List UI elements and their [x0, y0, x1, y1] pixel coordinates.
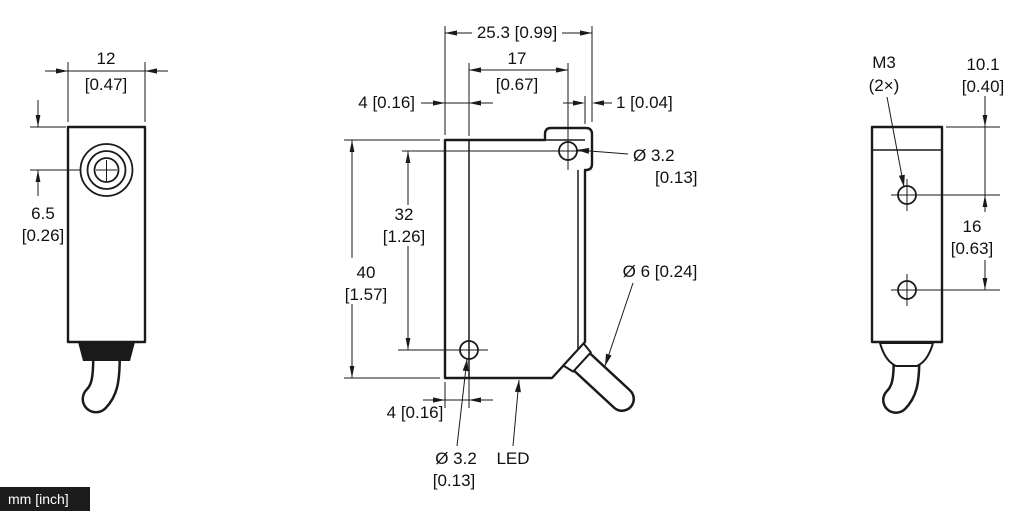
- arrowhead-right-icon: [556, 67, 568, 73]
- rear-hole-spacing-inch-label: [0.63]: [951, 239, 994, 258]
- side-hole-to-face-inch-label: [0.67]: [496, 75, 539, 94]
- rear-hole-dimensions: 10.1 [0.40] 16 [0.63]: [891, 55, 1005, 291]
- arrowhead-left-icon: [445, 30, 457, 36]
- dimension-lines: [30, 100, 80, 196]
- rear-thread-qty-label: (2×): [869, 76, 900, 95]
- rear-view: M3 (2×) 10.1 [0.40] 16 [0.63]: [869, 53, 1005, 414]
- units-badge: mm [inch]: [0, 487, 90, 511]
- arrowhead-left-icon: [145, 68, 157, 74]
- rear-thread-size-label: M3: [872, 53, 896, 72]
- side-depth-label: 25.3 [0.99]: [477, 23, 557, 42]
- rear-thread-callout: M3 (2×): [869, 53, 905, 188]
- arrowhead-down-icon: [349, 366, 355, 378]
- side-body-outline: [443, 126, 594, 380]
- arrowhead-right-icon: [56, 68, 68, 74]
- units-badge-label: mm [inch]: [8, 491, 69, 507]
- arrowhead-up-icon: [982, 195, 988, 207]
- arrowhead-icon: [898, 174, 905, 187]
- side-led-callout: LED: [496, 379, 530, 468]
- leader-line: [604, 282, 634, 367]
- arrowhead-left-icon: [469, 100, 481, 106]
- side-hole-spacing-inch-label: [1.26]: [383, 227, 426, 246]
- arrowhead-up-icon: [349, 140, 355, 152]
- arrowhead-up-icon: [405, 151, 411, 163]
- front-body-outline: [66, 125, 147, 344]
- front-view: 12 [0.47] 6.5 [0.26]: [22, 49, 168, 414]
- side-cable-gland: [562, 342, 592, 373]
- arrowhead-right-icon: [580, 30, 592, 36]
- side-view: 25.3 [0.99] 17 [0.67] 4 [0.16] 1 [0.04] …: [344, 23, 698, 490]
- side-bottom-hole-dia-mm-label: Ø 3.2: [435, 449, 477, 468]
- side-led-label: LED: [496, 449, 529, 468]
- front-axis-mm-label: 6.5: [31, 204, 55, 223]
- side-lug-lip-label: 1 [0.04]: [616, 93, 673, 112]
- dimension-lines: [891, 96, 1000, 291]
- front-width-inch-label: [0.47]: [85, 75, 128, 94]
- rear-hole-spacing-mm-label: 16: [963, 217, 982, 236]
- side-depth-dimension: 25.3 [0.99]: [444, 23, 593, 135]
- rear-body-outline: [870, 125, 944, 344]
- side-cable-dia-label: Ø 6 [0.24]: [623, 262, 698, 281]
- leader-line: [886, 96, 905, 188]
- side-lug-lip-dimension: 1 [0.04]: [563, 93, 673, 124]
- dimension-lines: [344, 139, 440, 379]
- arrowhead-icon: [577, 147, 590, 154]
- side-hole-spacing-mm-label: 32: [395, 205, 414, 224]
- arrowhead-right-icon: [573, 100, 585, 106]
- front-cable-fill: [84, 345, 119, 411]
- side-bottom-offset-label: 4 [0.16]: [387, 403, 444, 422]
- arrowhead-right-icon: [433, 100, 445, 106]
- front-lens-outer-ring: [79, 143, 134, 197]
- dimension-lines: [444, 26, 593, 135]
- arrowhead-icon: [605, 353, 612, 366]
- front-axis-dimension: 6.5 [0.26]: [22, 100, 80, 245]
- rear-top-offset-inch-label: [0.40]: [962, 77, 1005, 96]
- side-bottom-hole-callout: Ø 3.2 [0.13]: [433, 358, 477, 490]
- arrowhead-left-icon: [469, 397, 481, 403]
- arrowhead-left-icon: [592, 100, 604, 106]
- arrowhead-up-icon: [35, 170, 41, 182]
- side-height-inch-label: [1.57]: [345, 285, 388, 304]
- front-axis-inch-label: [0.26]: [22, 226, 65, 245]
- side-height-dimension: 40 [1.57]: [344, 139, 440, 379]
- side-hole-to-face-dimension: 17 [0.67]: [468, 49, 569, 170]
- arrowhead-down-icon: [35, 115, 41, 127]
- side-top-hole-callout: Ø 3.2 [0.13]: [576, 146, 698, 187]
- dimension-lines: [468, 63, 569, 170]
- arrowhead-right-icon: [433, 397, 445, 403]
- arrowhead-icon: [514, 380, 521, 393]
- leader-line: [456, 358, 468, 447]
- dimension-lines: [563, 96, 612, 124]
- side-hole-spacing-dimension: 32 [1.26]: [383, 150, 588, 351]
- front-width-dimension: 12 [0.47]: [45, 49, 168, 122]
- side-top-offset-dimension: 4 [0.16]: [358, 93, 493, 112]
- side-height-mm-label: 40: [357, 263, 376, 282]
- rear-cable-shoulder: [879, 342, 934, 367]
- front-lens-middle-ring: [86, 150, 127, 190]
- arrowhead-down-icon: [405, 338, 411, 350]
- rear-top-offset-mm-label: 10.1: [966, 55, 999, 74]
- units-badge-background: [0, 487, 90, 511]
- side-top-offset-label: 4 [0.16]: [358, 93, 415, 112]
- dimension-lines: [398, 150, 588, 351]
- arrowhead-down-icon: [982, 278, 988, 290]
- front-lens-crosshair: [96, 160, 117, 181]
- front-width-mm-label: 12: [97, 49, 116, 68]
- front-cable-gland: [78, 342, 135, 361]
- side-cable-fill: [571, 351, 633, 410]
- side-hole-to-face-mm-label: 17: [508, 49, 527, 68]
- side-bottom-offset-dimension: 4 [0.16]: [387, 378, 493, 422]
- side-top-hole-dia-mm-label: Ø 3.2: [633, 146, 675, 165]
- arrowhead-left-icon: [469, 67, 481, 73]
- front-lens-inner-ring: [93, 157, 120, 183]
- side-bottom-hole-dia-inch-label: [0.13]: [433, 471, 476, 490]
- arrowhead-icon: [462, 359, 469, 372]
- side-cable-callout: Ø 6 [0.24]: [604, 262, 698, 367]
- arrowhead-down-icon: [982, 115, 988, 127]
- side-top-hole-dia-inch-label: [0.13]: [655, 168, 698, 187]
